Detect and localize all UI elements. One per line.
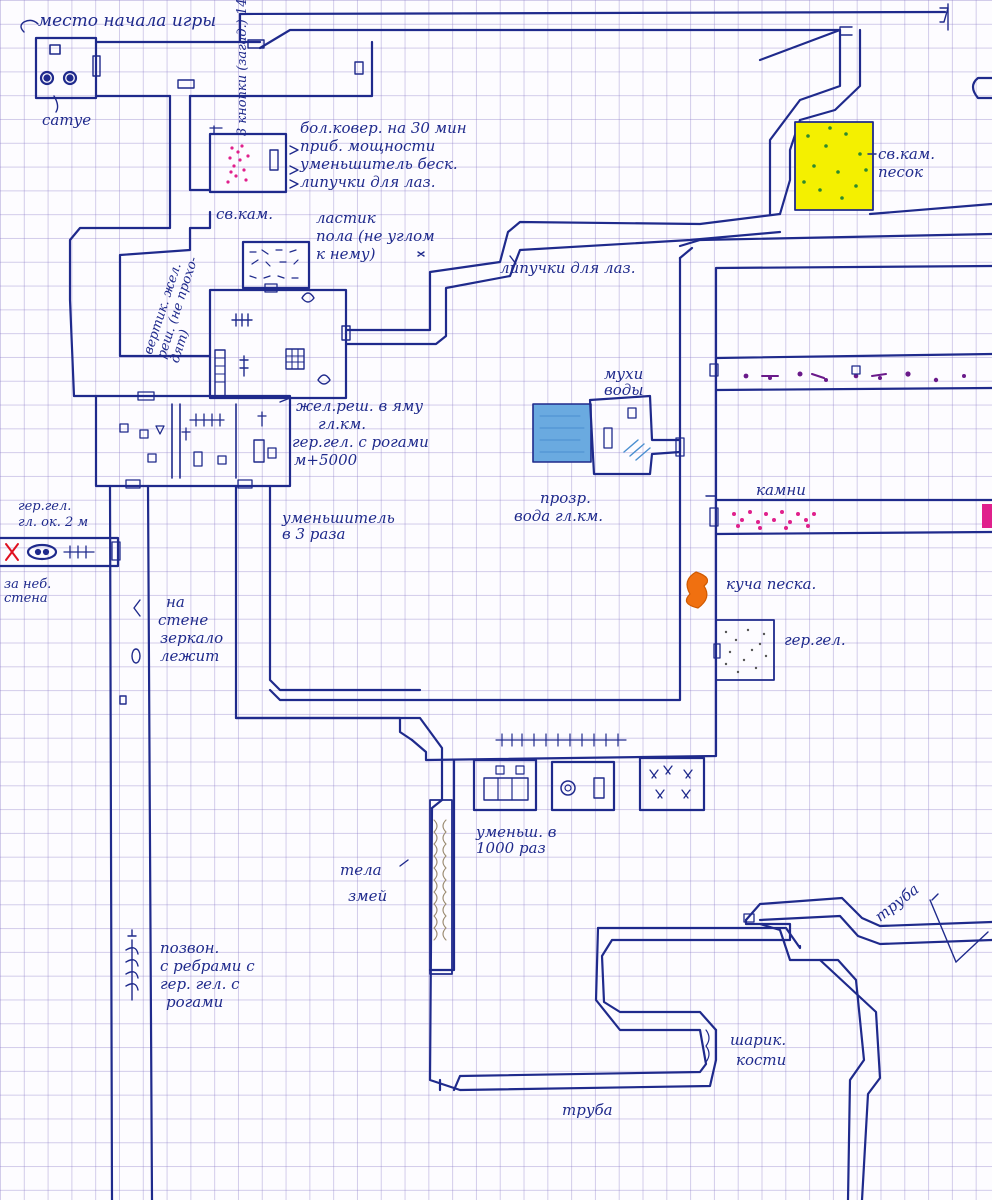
top-corridor	[94, 3, 949, 98]
winding-corridor-top	[344, 26, 992, 346]
label-mirror-4: лежит	[160, 647, 220, 665]
central-room	[208, 288, 351, 400]
label-start-place: место начала игры	[38, 11, 217, 31]
label-snake-body-1: тела	[340, 861, 382, 879]
label-carpet-top: бол.ковер. на 30 мин	[300, 119, 467, 137]
label-light-stone-left: св.кам.	[216, 205, 274, 223]
label-spine-1: позвон.	[160, 939, 220, 957]
label-stones: камни	[756, 481, 806, 499]
label-water-flies: мухи воды	[604, 365, 644, 399]
label-floor-trap-1: ластик	[316, 209, 376, 227]
buttons-room	[208, 125, 299, 194]
floor-trap-room	[241, 240, 311, 293]
big-loop-corridor	[234, 246, 992, 1092]
label-spine-4: рогами	[166, 993, 224, 1011]
label-claws-right: липучки для лаз.	[500, 259, 636, 277]
label-bone-ball-2: кости	[736, 1051, 787, 1069]
label-iron-grate-pit: жел.реш. в яму	[296, 397, 424, 415]
label-mirror-2: стене	[158, 611, 209, 629]
label-floor-trap-2: пола (не углом	[316, 227, 435, 245]
label-far-left-3: за неб. стена	[4, 577, 52, 606]
label-m5000: м+5000	[294, 451, 358, 469]
label-reducer-inf: уменьшитель беск.	[300, 155, 458, 173]
label-shrink-1000: уменьш. в 1000 раз	[476, 823, 557, 857]
label-key-gel-horns: гер.гел. с рогами	[292, 433, 429, 451]
label-ger-gel-right: гер.гел.	[784, 631, 846, 649]
bottom-right-pipe	[452, 896, 992, 1200]
label-spine-2: с ребрами с	[160, 957, 255, 975]
label-water-clear-2: вода гл.км.	[514, 507, 604, 525]
label-mirror-3: зеркало	[160, 629, 224, 647]
label-far-left-1: гер.гел.	[18, 499, 72, 514]
left-top-corridor	[68, 79, 212, 398]
right-corridors	[685, 352, 992, 681]
light-stone-sand-block	[794, 121, 874, 211]
label-spine-3: гер. гел. с	[160, 975, 240, 993]
annotation-pointers	[20, 19, 939, 901]
far-left-corridor	[0, 536, 121, 568]
top-right-stub	[971, 76, 992, 100]
bottom-three-rooms	[472, 756, 706, 812]
label-carpet-power: приб. мощности	[300, 137, 436, 155]
label-snake-body-2: змей	[348, 887, 388, 905]
label-light-stone-sand-2: песок	[878, 163, 923, 181]
left-long-corridor	[108, 484, 154, 1200]
label-bone-ball-1: шарик.	[730, 1031, 787, 1049]
water-room	[532, 394, 685, 476]
start-room	[34, 36, 101, 100]
label-light-stone-sand-1: св.кам.	[878, 145, 936, 163]
label-claws-top: липучки для лаз.	[300, 173, 436, 191]
label-water-clear-1: прозр.	[540, 489, 591, 507]
label-floor-trap-3: к нему)	[316, 245, 376, 263]
left-room-block	[94, 391, 292, 489]
label-far-left-2: гл. ок. 2 м	[18, 515, 89, 530]
label-mirror-1: на	[166, 593, 185, 611]
label-three-buttons: 3 кнопки (загад.) 1433	[235, 0, 250, 136]
label-reducer-3x: уменьшитель в 3 раза	[282, 509, 395, 543]
label-iron-grate-km: гл.км.	[318, 415, 367, 433]
label-sand-heap: куча песка.	[726, 575, 817, 593]
label-pipe-bottom: труба	[562, 1101, 613, 1119]
label-sitting-figure: сатуе	[42, 111, 92, 129]
